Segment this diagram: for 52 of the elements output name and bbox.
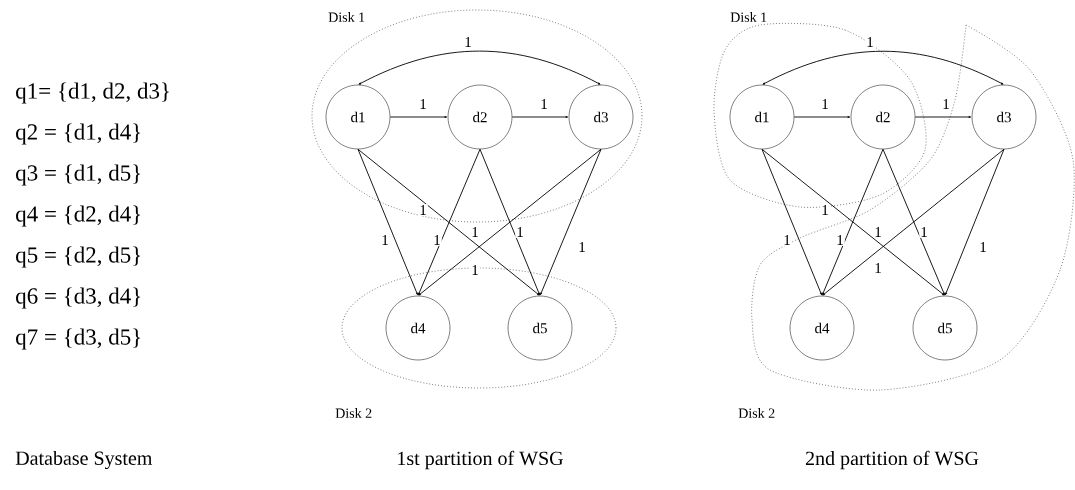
edge-line	[479, 148, 540, 296]
edge-line	[945, 148, 1005, 296]
edge-weight: 1	[577, 241, 587, 253]
query-text: q6 = {d3, d4}	[16, 287, 141, 309]
edge-weight: 1	[782, 234, 792, 246]
edge-weight: 1	[472, 227, 478, 237]
edge-weight: 1	[875, 227, 881, 237]
edge-line	[793, 115, 851, 119]
edge-line	[418, 148, 481, 296]
disk-label: Disk 2	[335, 408, 372, 418]
edge-weight: 1	[919, 226, 929, 238]
disk-label: Disk 2	[738, 408, 775, 418]
query-text: q5 = {d2, d5}	[16, 246, 141, 268]
query-text: q2 = {d1, d4}	[16, 123, 141, 145]
edge-line	[540, 148, 602, 296]
edge-line	[914, 115, 972, 119]
edge-weight: 1	[978, 241, 988, 253]
edge-line	[762, 50, 1004, 85]
panel-caption: 1st partition of WSG	[398, 450, 563, 470]
edge-weight: 1	[941, 98, 951, 110]
edge-line	[822, 148, 1005, 296]
panel-caption: 2nd partition of WSG	[805, 450, 979, 470]
edge-weight: 1	[470, 264, 480, 276]
edge-weight: 1	[873, 262, 883, 274]
edge-line	[357, 148, 418, 296]
edge-line	[761, 148, 945, 296]
disk-label: Disk 1	[730, 12, 767, 22]
edge-weight: 1	[418, 204, 428, 216]
edge-line	[511, 115, 569, 119]
edge-line	[761, 148, 822, 296]
edge-line	[882, 148, 945, 296]
edge-weight: 1	[820, 204, 830, 216]
edge-weight: 1	[515, 226, 525, 238]
edge-weight: 1	[380, 234, 390, 246]
edge-line	[389, 115, 448, 119]
query-text: q4 = {d2, d4}	[16, 205, 141, 227]
edge-line	[418, 148, 602, 296]
edge-weight: 1	[820, 98, 830, 110]
edge-line	[358, 50, 601, 85]
query-text: q1= {d1, d2, d3}	[16, 82, 169, 104]
query-text: q7 = {d3, d5}	[16, 328, 141, 350]
disk-label: Disk 1	[328, 12, 365, 22]
edge-weight: 1	[539, 98, 549, 110]
edge-weight: 1	[865, 36, 875, 48]
edge-weight: 1	[835, 234, 845, 246]
edge-line	[357, 148, 540, 296]
edge-weight: 1	[418, 98, 428, 110]
edge-weight: 1	[432, 234, 442, 246]
edge-line	[822, 148, 884, 296]
panel-caption: Database System	[15, 450, 153, 470]
query-text: q3 = {d1, d5}	[16, 164, 141, 186]
edge-weight: 1	[463, 36, 473, 48]
